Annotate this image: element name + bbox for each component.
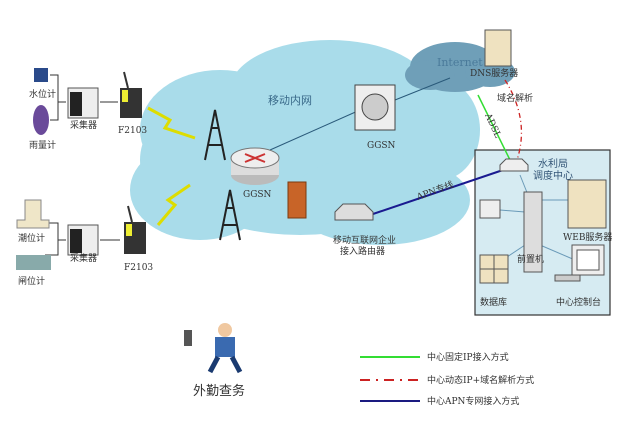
field-service-label: 外勤查务 [193, 383, 245, 399]
rain-gauge-label: 雨量计 [29, 139, 56, 151]
legend-label: 中心APN专网接入方式 [427, 395, 519, 407]
router-label-line2: 接入路由器 [340, 245, 385, 257]
database-label: 数据库 [480, 296, 507, 308]
apn-line [369, 169, 504, 216]
cell-tower-icon [204, 109, 226, 161]
router-label-line1: 移动互联网企业 [333, 234, 396, 246]
domain-resolution-label: 域名解析 [497, 92, 533, 104]
dns-server-icon [484, 29, 512, 67]
center-title-line1: 水利局 [538, 158, 568, 170]
cell-tower-icon [219, 189, 241, 241]
modem-label: F2103 [124, 263, 153, 273]
web-server-label: WEB服务器 [563, 231, 612, 243]
center-links [494, 174, 576, 266]
collector-icon [67, 87, 99, 119]
ggsn-router-icon [230, 147, 280, 185]
console-label: 中心控制台 [556, 296, 601, 308]
collector-icon [67, 224, 99, 256]
ggsn-server-icon [354, 84, 396, 131]
web-server-icon [567, 179, 607, 229]
adsl-line [477, 94, 511, 161]
modem-label: F2103 [118, 126, 147, 136]
tide-gauge-icon [16, 199, 50, 229]
legend-label: 中心固定IP接入方式 [427, 351, 509, 363]
ggsn-label: GGSN [367, 141, 396, 151]
rain-gauge-icon [33, 105, 49, 135]
water-level-gauge-icon [34, 68, 48, 82]
modem-icon [124, 205, 146, 254]
collector-label: 采集器 [70, 119, 97, 131]
dns-line [504, 79, 523, 161]
collector-label: 采集器 [70, 252, 97, 264]
firewall-icon [287, 181, 307, 219]
tide-gauge-label: 潮位计 [18, 232, 45, 244]
internet-label: Internet [437, 56, 483, 69]
legend-label: 中心动态IP+域名解析方式 [427, 374, 534, 386]
mobile-intranet-label: 移动内网 [268, 93, 312, 107]
internet-cloud [405, 42, 515, 92]
front-machine-label: 前置机 [517, 253, 544, 265]
fax-printer-icon [479, 199, 501, 219]
console-monitor-icon [554, 244, 605, 282]
wireless-signal-icon [156, 183, 191, 226]
front-machine-icon [523, 191, 543, 273]
field-wiring [45, 74, 120, 256]
gate-gauge-label: 闸位计 [18, 275, 45, 287]
dns-server-label: DNS服务器 [470, 67, 518, 79]
water-level-label: 水位计 [29, 88, 56, 100]
enterprise-router-icon [334, 203, 374, 221]
legend: 中心固定IP接入方式 中心动态IP+域名解析方式 中心APN专网接入方式 [360, 351, 534, 407]
gate-gauge-icon [16, 255, 51, 270]
center-title-line2: 调度中心 [533, 169, 573, 182]
field-worker-icon [184, 323, 243, 374]
ggsn-label: GGSN [243, 190, 272, 200]
ggsn-link [269, 109, 361, 151]
center-switch-icon [499, 158, 529, 172]
database-icon [479, 254, 509, 284]
wireless-signal-icon [147, 106, 196, 140]
modem-icon [120, 71, 142, 118]
internet-link [394, 77, 451, 101]
adsl-label: ADSL [482, 111, 502, 140]
